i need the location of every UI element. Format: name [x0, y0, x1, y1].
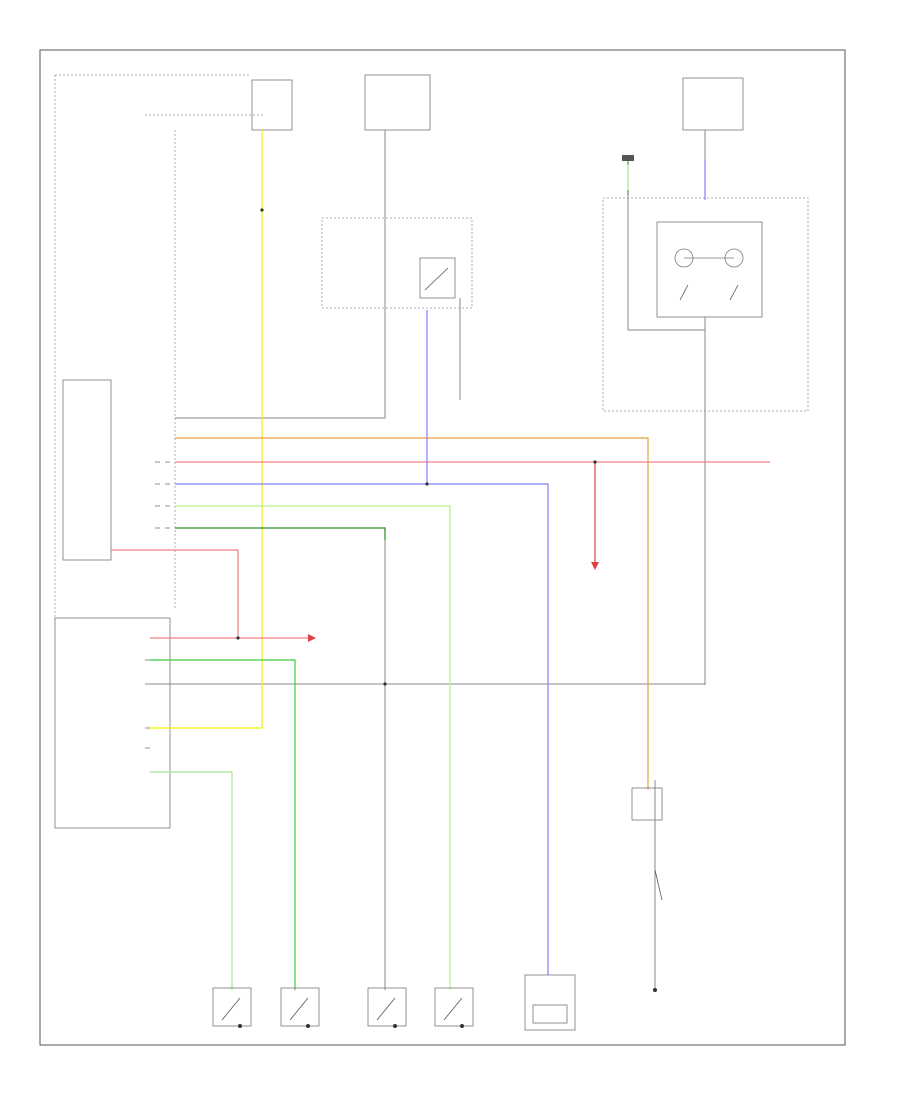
switch-cruise-main: [434, 987, 474, 1028]
diagram-frame: [39, 49, 846, 1046]
pin-markers: [145, 461, 170, 749]
wire-orange: [175, 437, 649, 790]
wire-pink-lower: [111, 549, 310, 639]
fuse-box-3: [682, 77, 744, 131]
switch-clutch: [212, 987, 252, 1028]
gray-wires: [150, 130, 706, 990]
fuse-box-1: [251, 79, 293, 131]
harness-border-left: [54, 74, 250, 620]
starter-cut-relay-box: [321, 217, 473, 309]
switch-neutral: [280, 987, 320, 1028]
fuse-box-2: [364, 74, 431, 131]
junction-dots: [236, 208, 597, 686]
wire-light-green: [175, 505, 451, 990]
wire-green-pcm: [150, 659, 296, 990]
tail-light-relay-inner: [656, 221, 763, 318]
cruise-actuator: [524, 974, 576, 1031]
pcm-box: [54, 617, 171, 829]
wire-green-pcm-2: [150, 771, 233, 990]
wire-yellow: [150, 130, 263, 729]
wire-dark-green: [175, 527, 386, 540]
right-switch-chain: [631, 787, 663, 992]
wire-blue: [175, 310, 549, 975]
relay-switch: [419, 257, 456, 299]
control-unit-box: [62, 379, 112, 561]
switch-brake: [367, 987, 407, 1028]
